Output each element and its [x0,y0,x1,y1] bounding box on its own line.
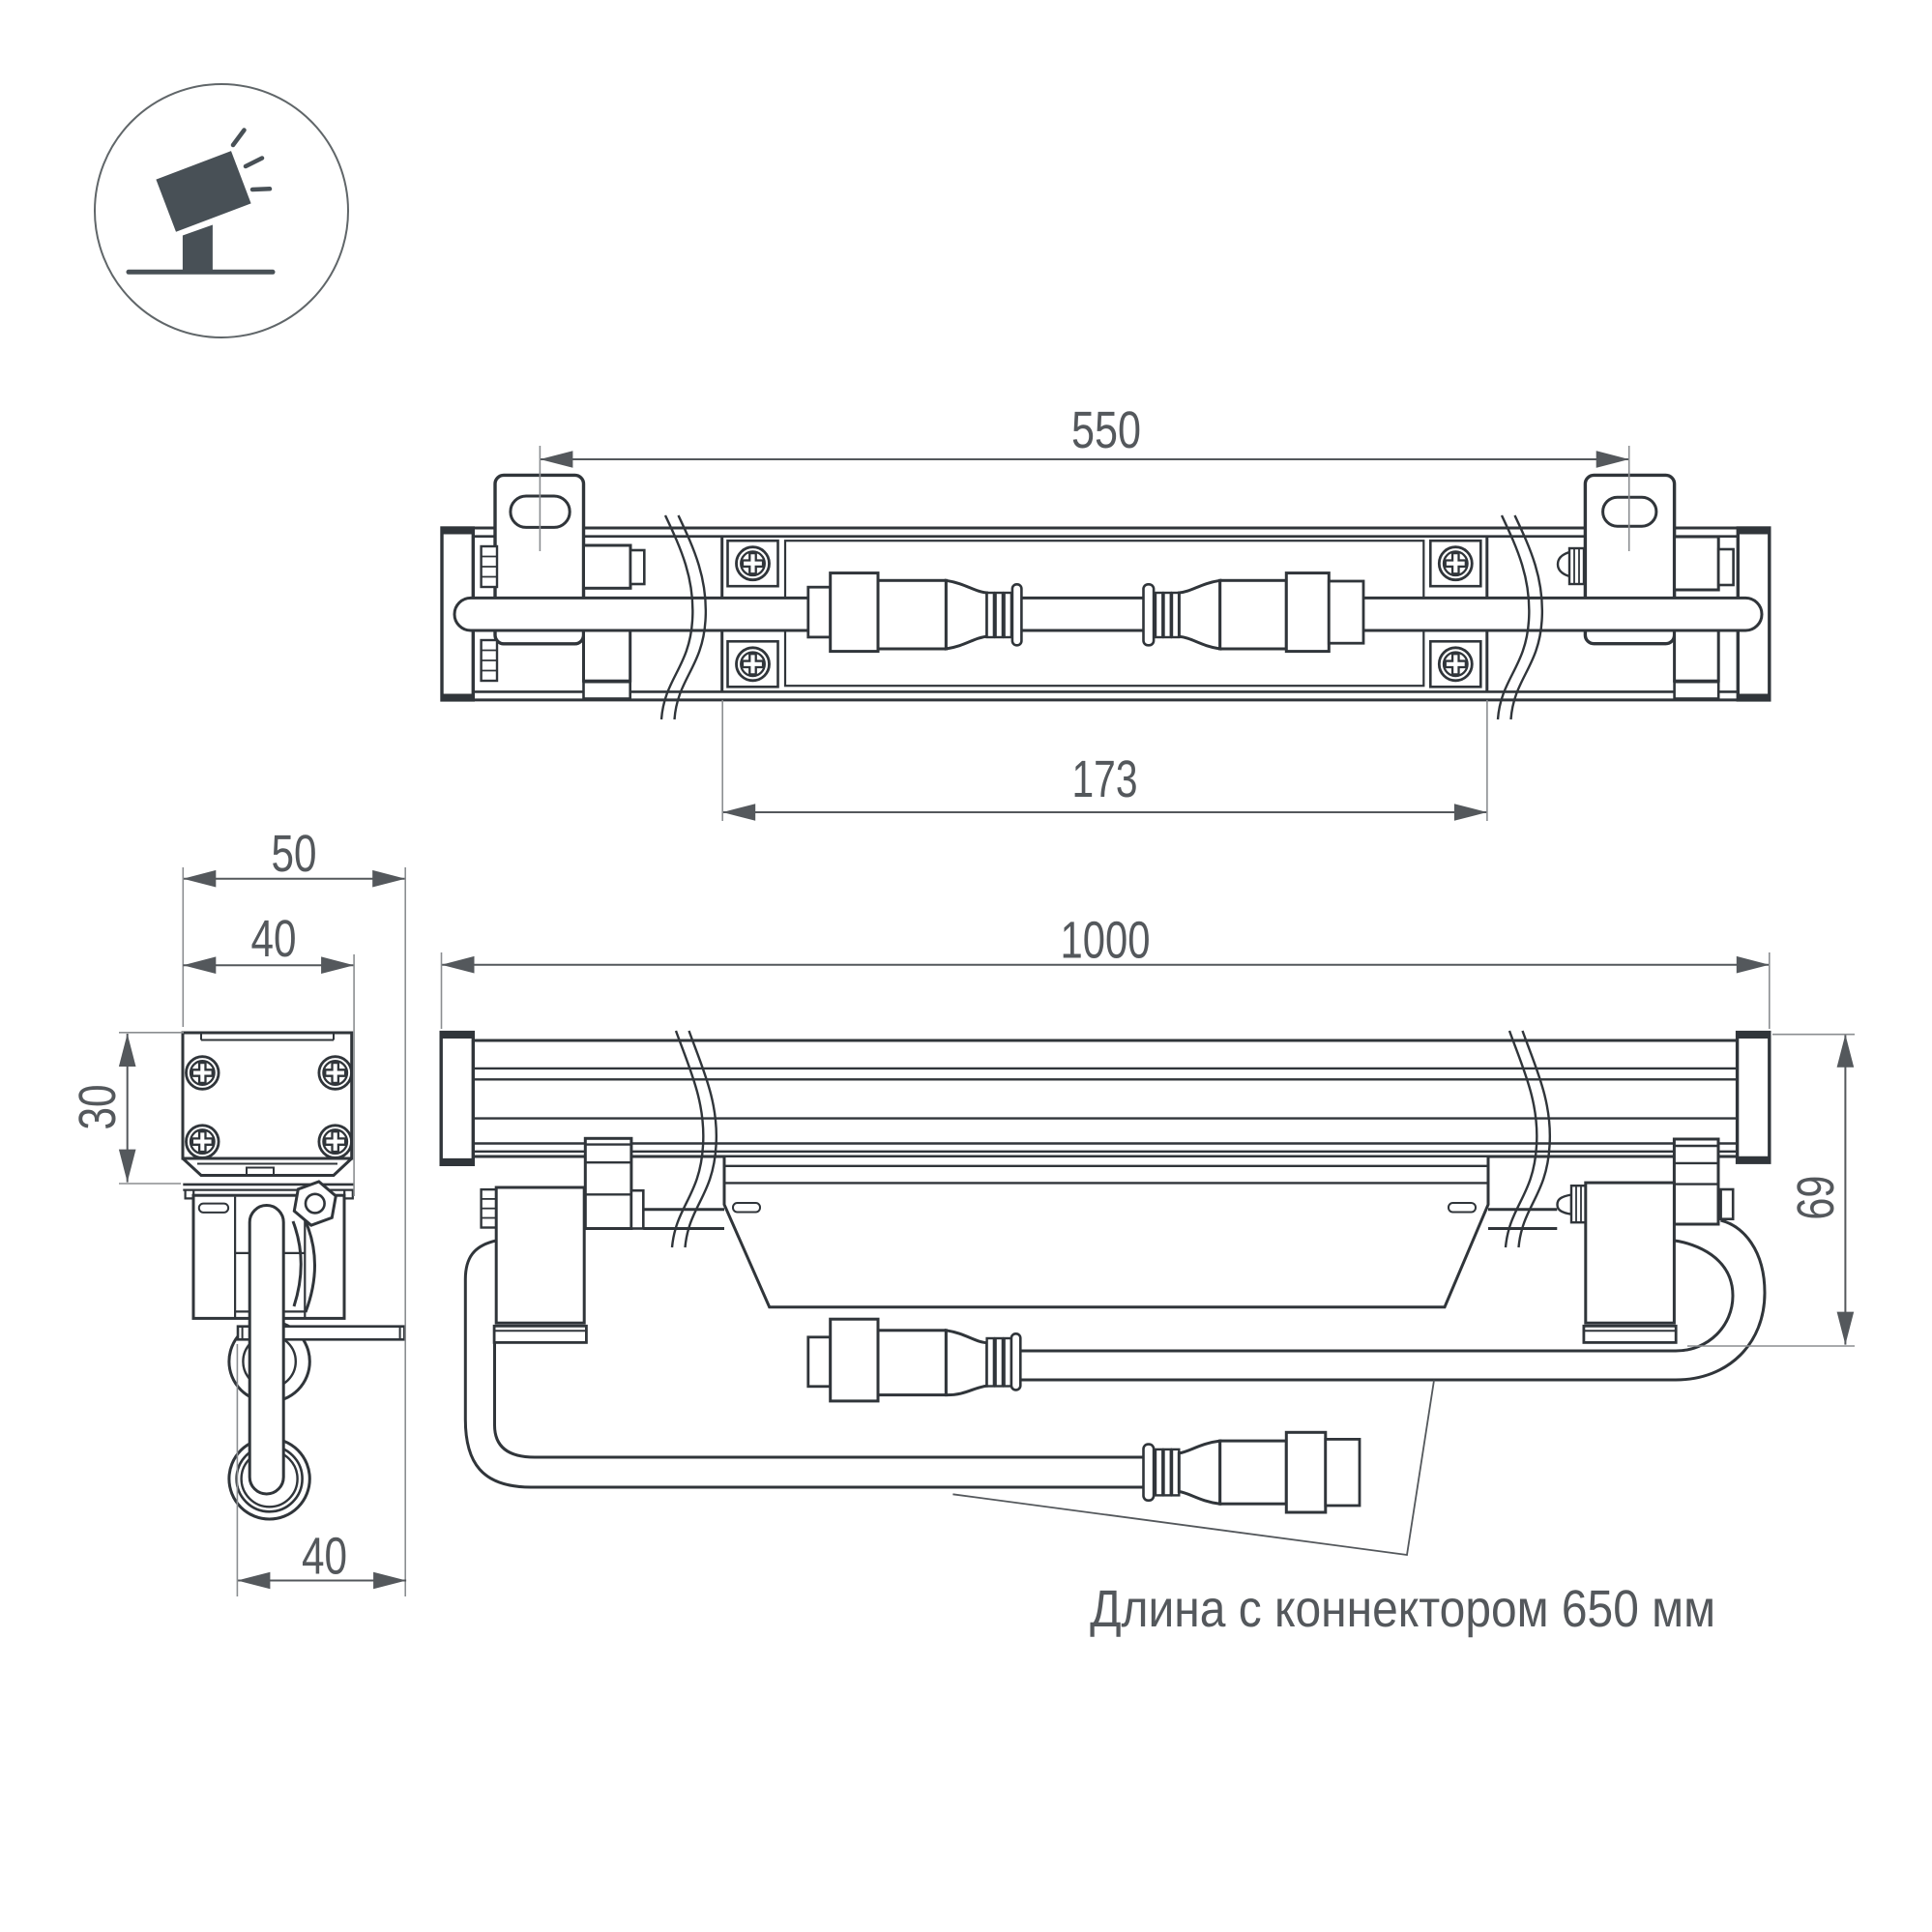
svg-text:1000: 1000 [1061,912,1151,970]
svg-text:30: 30 [69,1085,127,1130]
svg-text:550: 550 [1071,401,1141,459]
svg-text:69: 69 [1787,1176,1845,1220]
svg-text:40: 40 [302,1528,347,1586]
svg-text:40: 40 [251,910,297,968]
svg-text:Длина с коннектором 650 мм: Длина с коннектором 650 мм [1090,1580,1715,1638]
svg-text:50: 50 [272,825,317,883]
svg-text:173: 173 [1072,750,1138,808]
